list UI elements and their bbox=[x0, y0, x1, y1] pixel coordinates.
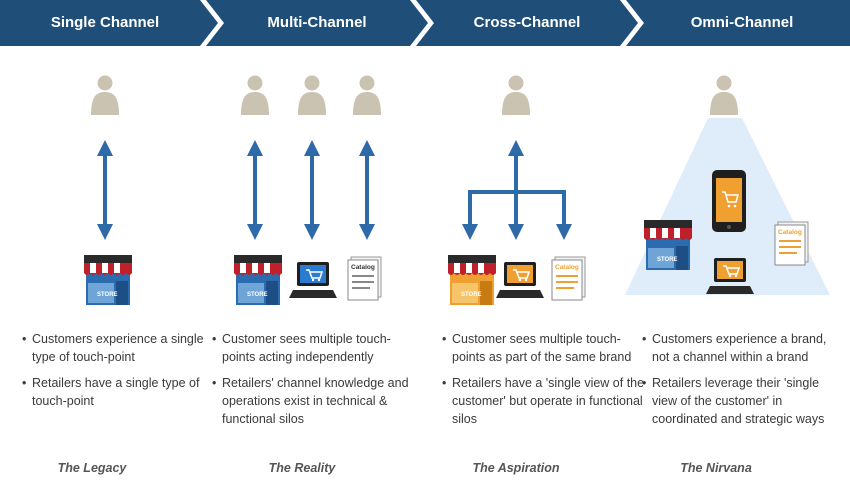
chevron-omni-channel bbox=[626, 0, 850, 46]
customer-icon bbox=[710, 75, 738, 115]
stage-description-cross-channel: Customer sees multiple touch-points as p… bbox=[442, 330, 647, 436]
svg-text:STORE: STORE bbox=[247, 292, 268, 298]
stage-title-multi-channel: Multi-Channel bbox=[267, 14, 367, 31]
stage-title-omni-channel: Omni-Channel bbox=[690, 14, 794, 31]
stage-caption-nirvana: The Nirvana bbox=[680, 461, 752, 475]
stage-caption-reality: The Reality bbox=[268, 461, 336, 475]
chevron-cross-channel bbox=[416, 0, 638, 46]
stage-description-single-channel: Customers experience a single type of to… bbox=[22, 330, 227, 418]
branching-arrow bbox=[462, 140, 572, 240]
customer-icon bbox=[502, 75, 530, 115]
bullet-item: Customers experience a single type of to… bbox=[22, 330, 227, 366]
svg-text:STORE: STORE bbox=[97, 292, 118, 298]
stage-title-cross-channel: Cross-Channel bbox=[473, 14, 581, 31]
store-icon: STORE bbox=[448, 255, 496, 305]
bullet-item: Retailers have a 'single view of the cus… bbox=[442, 374, 647, 428]
bullet-item: Retailers' channel knowledge and operati… bbox=[212, 374, 417, 428]
bullet-item: Retailers leverage their 'single view of… bbox=[642, 374, 847, 428]
customer-icon bbox=[241, 75, 269, 115]
stage-description-multi-channel: Customer sees multiple touch-points acti… bbox=[212, 330, 417, 436]
catalog-icon: Catalog bbox=[774, 221, 809, 266]
svg-text:STORE: STORE bbox=[461, 292, 482, 298]
svg-text:Catalog: Catalog bbox=[555, 264, 579, 271]
stage-title-single-channel: Single Channel bbox=[50, 14, 160, 31]
store-icon: STORE bbox=[84, 255, 132, 305]
bullet-item: Customers experience a brand, not a chan… bbox=[642, 330, 847, 366]
customer-icon bbox=[298, 75, 326, 115]
catalog-icon: Catalog bbox=[347, 256, 382, 301]
customer-icon bbox=[353, 75, 381, 115]
bullet-item: Retailers have a single type of touch-po… bbox=[22, 374, 227, 410]
store-icon: STORE bbox=[234, 255, 282, 305]
svg-text:Catalog: Catalog bbox=[778, 229, 802, 236]
svg-text:STORE: STORE bbox=[657, 257, 678, 263]
stage-description-omni-channel: Customers experience a brand, not a chan… bbox=[642, 330, 847, 436]
smartphone-icon bbox=[712, 170, 746, 232]
chevron-single-channel bbox=[0, 0, 218, 46]
catalog-icon: Catalog bbox=[551, 256, 586, 301]
bullet-item: Customer sees multiple touch-points as p… bbox=[442, 330, 647, 366]
bullet-item: Customer sees multiple touch-points acti… bbox=[212, 330, 417, 366]
customer-icon bbox=[91, 75, 119, 115]
computer-icon bbox=[495, 261, 545, 299]
svg-text:Catalog: Catalog bbox=[351, 264, 375, 271]
stage-caption-aspiration: The Aspiration bbox=[472, 461, 560, 475]
store-icon: STORE bbox=[644, 220, 692, 270]
stage-chevron-bar bbox=[0, 0, 850, 46]
computer-icon bbox=[288, 261, 338, 299]
chevron-multi-channel bbox=[206, 0, 428, 46]
stage-caption-legacy: The Legacy bbox=[57, 461, 127, 475]
